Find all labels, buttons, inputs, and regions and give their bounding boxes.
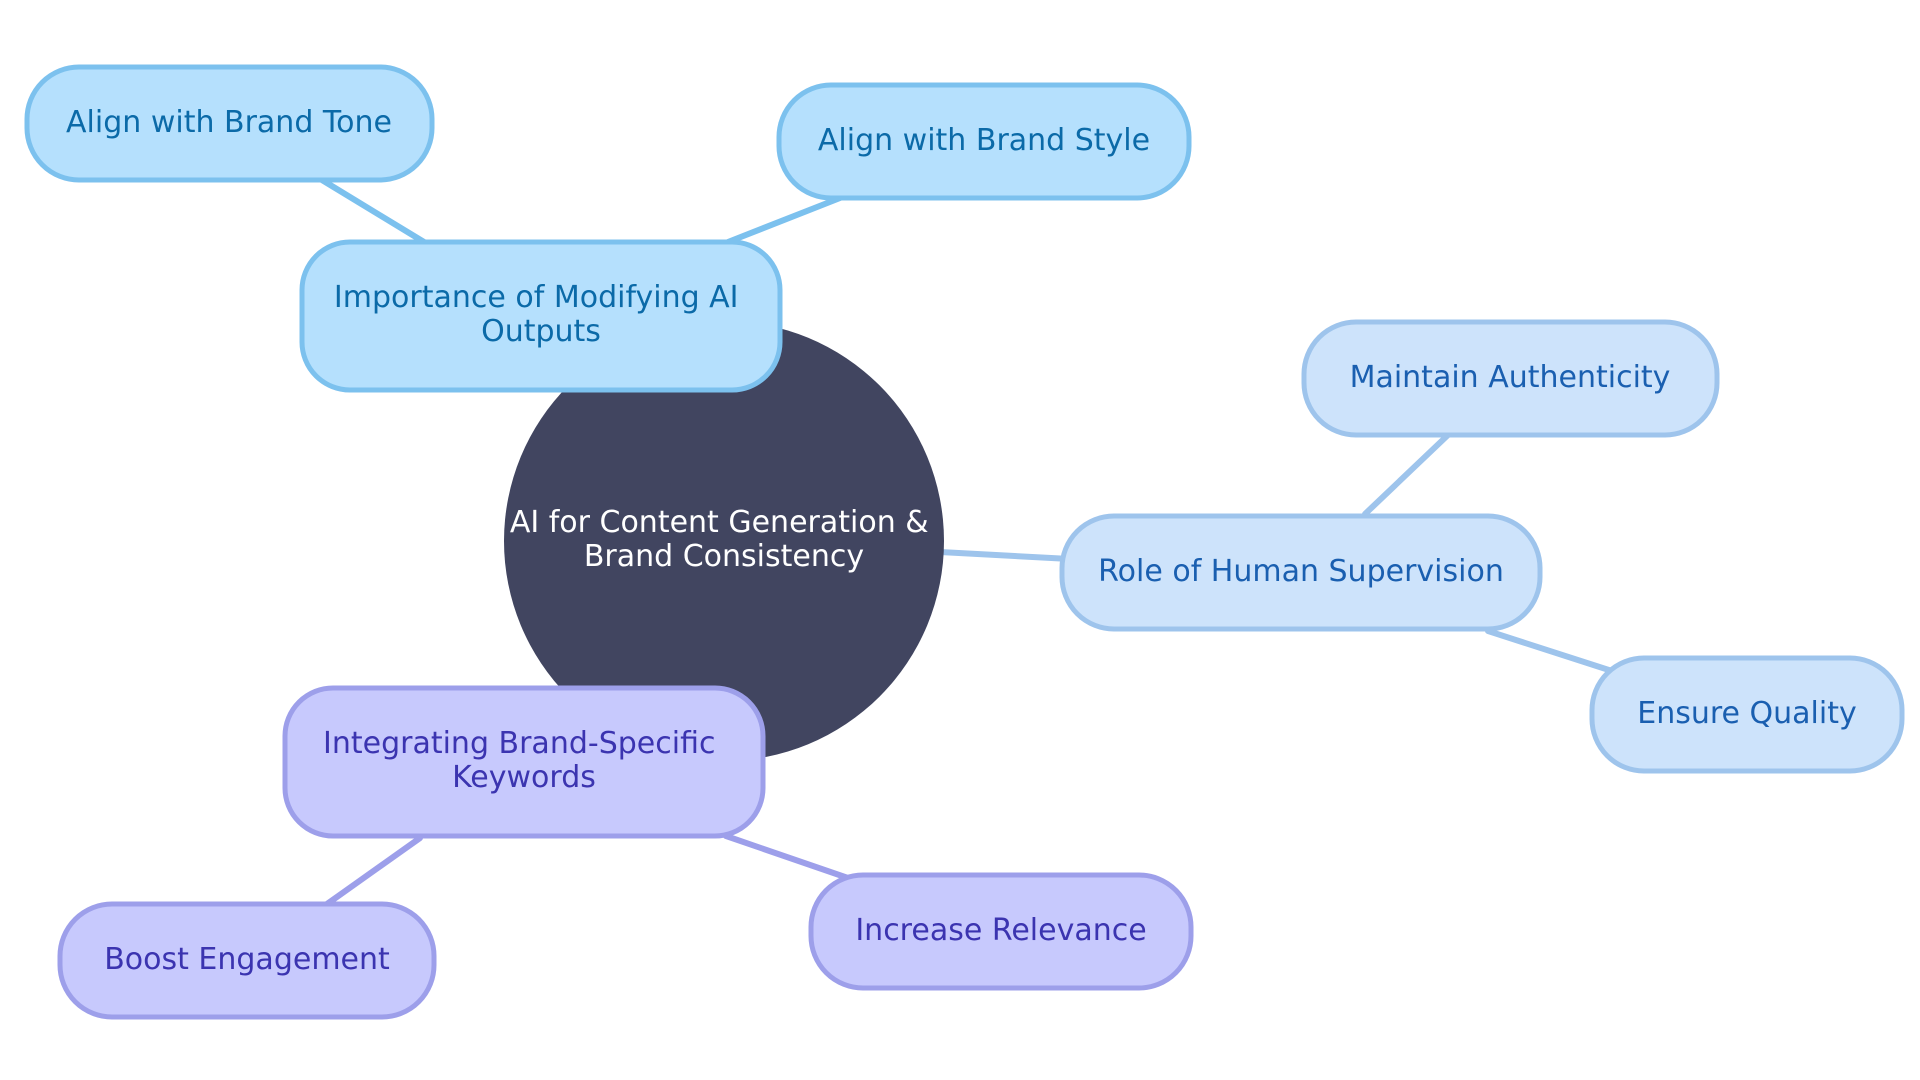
node-relevance-label: Increase Relevance (855, 913, 1146, 948)
node-brand-style: Align with Brand Style (776, 82, 1192, 201)
node-engagement-label: Boost Engagement (104, 942, 390, 977)
svg-text:Role of Human Supervision: Role of Human Supervision (1098, 554, 1504, 589)
node-keywords-box (282, 685, 766, 839)
svg-text:Increase Relevance: Increase Relevance (855, 913, 1146, 948)
node-quality: Ensure Quality (1589, 655, 1905, 774)
node-engagement-box (57, 901, 437, 1020)
edge-keywords-engagement (324, 835, 423, 907)
node-brand-tone-label: Align with Brand Tone (66, 105, 392, 140)
branch-human: Role of Human Supervision (1059, 513, 1543, 632)
svg-text:Boost Engagement: Boost Engagement (104, 942, 390, 977)
svg-text:Align with Brand Style: Align with Brand Style (818, 123, 1150, 158)
edge-modify-brand-tone (319, 177, 427, 245)
node-authenticity: Maintain Authenticity (1301, 319, 1720, 438)
edge-root-human (937, 549, 1073, 562)
edges (319, 177, 1615, 907)
root-label-line-1: AI for Content Generation & (510, 505, 929, 540)
edge-keywords-relevance (723, 833, 851, 881)
node-brand-tone-box (24, 64, 435, 183)
svg-text:Maintain Authenticity: Maintain Authenticity (1350, 360, 1671, 395)
svg-text:Integrating Brand-Specific: Integrating Brand-Specific Keywords (323, 726, 725, 795)
node-human-label: Role of Human Supervision (1098, 554, 1504, 589)
node-engagement: Boost Engagement (57, 901, 437, 1020)
root-node: AI for Content Generation & Brand Consis… (504, 321, 944, 761)
svg-text:Align with Brand Tone: Align with Brand Tone (66, 105, 392, 140)
node-modify-label-line-1: Importance of Modifying AI (334, 280, 739, 315)
node-relevance: Increase Relevance (808, 872, 1194, 991)
node-quality-label: Ensure Quality (1637, 696, 1856, 731)
node-brand-style-label: Align with Brand Style (818, 123, 1150, 158)
edge-human-quality (1485, 628, 1615, 674)
edge-human-authenticity (1362, 432, 1451, 517)
node-authenticity-label: Maintain Authenticity (1350, 360, 1671, 395)
root-circle (504, 321, 944, 761)
node-keywords-label-line-1: Integrating Brand-Specific (323, 726, 715, 761)
svg-text:Ensure Quality: Ensure Quality (1637, 696, 1856, 731)
node-brand-tone: Align with Brand Tone (24, 64, 435, 183)
node-human-box (1059, 513, 1543, 632)
node-relevance-box (808, 872, 1194, 991)
branch-keywords: Integrating Brand-Specific Keywords (282, 685, 766, 839)
node-quality-box (1589, 655, 1905, 774)
svg-text:Importance of Modifying AI: Importance of Modifying AI Outputs (334, 280, 748, 349)
node-modify-label-line-2: Outputs (481, 314, 601, 349)
root-label-line-2: Brand Consistency (584, 539, 864, 574)
edge-modify-brand-style (725, 195, 843, 245)
node-brand-style-box (776, 82, 1192, 201)
node-keywords-label-line-2: Keywords (452, 760, 596, 795)
node-modify-box (299, 239, 783, 393)
node-authenticity-box (1301, 319, 1720, 438)
branch-modify: Importance of Modifying AI Outputs (299, 239, 783, 393)
svg-text:AI for Content Generation &: AI for Content Generation & Brand Consis… (510, 505, 938, 574)
